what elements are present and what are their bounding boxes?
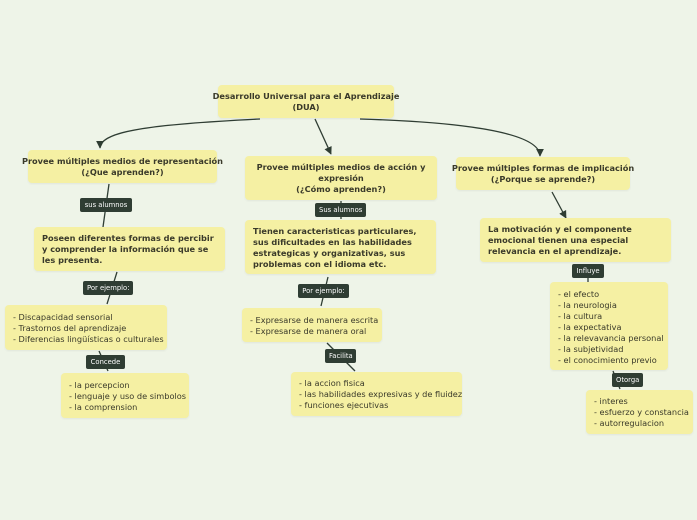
link-root-accion bbox=[314, 118, 332, 155]
accion-node[interactable]: Provee múltiples medios de acción y expr… bbox=[245, 156, 437, 200]
implicacion-influence-6: - la subjetividad bbox=[558, 344, 624, 354]
link-imp-desc bbox=[551, 191, 567, 219]
accion-tag-alumnos[interactable]: Sus alumnos bbox=[315, 203, 366, 217]
link-root-implicacion bbox=[359, 118, 544, 157]
representacion-example-1: - Discapacidad sensorial bbox=[13, 312, 113, 322]
representacion-grant-3: - la comprension bbox=[69, 402, 138, 412]
representacion-tag-concede[interactable]: Concede bbox=[86, 355, 125, 369]
implicacion-desc-node[interactable]: La motivación y el componente emocional … bbox=[480, 218, 671, 262]
implicacion-influence-1: - el efecto bbox=[558, 289, 600, 299]
representacion-title-line-1: Provee múltiples medios de representació… bbox=[22, 155, 224, 166]
implicacion-influence-2: - la neurologia bbox=[558, 300, 617, 310]
implicacion-influence-7: - el conocimiento previo bbox=[558, 355, 657, 365]
accion-facilitate-1: - la accion fisica bbox=[299, 378, 365, 388]
accion-facilitate-2: - las habilidades expresivas y de fluide… bbox=[299, 389, 463, 399]
implicacion-influence-3: - la cultura bbox=[558, 311, 603, 321]
representacion-example-3: - Diferencias lingüísticas o culturales bbox=[13, 334, 164, 344]
accion-desc-node[interactable]: Tienen caracteristicas particulares, sus… bbox=[245, 220, 436, 274]
implicacion-tag-otorga[interactable]: Otorga bbox=[612, 373, 643, 387]
accion-example-2: - Expresarse de manera oral bbox=[250, 326, 367, 336]
implicacion-influence-5: - la relevavancia personal bbox=[558, 333, 664, 343]
implicacion-grants-node[interactable]: - interes - esfuerzo y constancia - auto… bbox=[586, 390, 693, 434]
accion-example-1: - Expresarse de manera escrita bbox=[250, 315, 379, 325]
link-root-representacion bbox=[96, 118, 261, 149]
accion-facilitate-3: - funciones ejecutivas bbox=[299, 400, 389, 410]
accion-title-line-2: expresión bbox=[318, 172, 364, 183]
representacion-examples-node[interactable]: - Discapacidad sensorial - Trastornos de… bbox=[5, 305, 167, 350]
representacion-desc-node[interactable]: Poseen diferentes formas de percibir y c… bbox=[34, 227, 225, 271]
representacion-grant-1: - la percepcion bbox=[69, 380, 130, 390]
accion-tag-ejemplo[interactable]: Por ejemplo: bbox=[298, 284, 349, 298]
implicacion-grant-2: - esfuerzo y constancia bbox=[594, 407, 689, 417]
representacion-grant-2: - lenguaje y uso de simbolos bbox=[69, 391, 186, 401]
implicacion-grant-3: - autorregulacion bbox=[594, 418, 665, 428]
implicacion-influences-node[interactable]: - el efecto - la neurologia - la cultura… bbox=[550, 282, 668, 370]
representacion-tag-ejemplo[interactable]: Por ejemplo: bbox=[83, 281, 133, 295]
implicacion-node[interactable]: Provee múltiples formas de implicación (… bbox=[452, 157, 634, 190]
implicacion-tag-influye[interactable]: Influye bbox=[572, 264, 604, 278]
accion-examples-node[interactable]: - Expresarse de manera escrita - Expresa… bbox=[242, 308, 382, 342]
accion-tag-facilita[interactable]: Facilita bbox=[325, 349, 356, 363]
representacion-node[interactable]: Provee múltiples medios de representació… bbox=[22, 150, 223, 183]
accion-facilitates-node[interactable]: - la accion fisica - las habilidades exp… bbox=[291, 372, 462, 416]
representacion-desc-text: Poseen diferentes formas de percibir y c… bbox=[42, 233, 214, 265]
accion-title-line-3: (¿Cómo aprenden?) bbox=[296, 183, 386, 194]
implicacion-influence-4: - la expectativa bbox=[558, 322, 622, 332]
implicacion-title-line-2: (¿Porque se aprende?) bbox=[490, 173, 596, 184]
root-title-line-1: Desarrollo Universal para el Aprendizaje bbox=[212, 90, 400, 101]
representacion-title-line-2: (¿Que aprenden?) bbox=[81, 166, 164, 177]
representacion-example-2: - Trastornos del aprendizaje bbox=[13, 323, 127, 333]
accion-desc-text: Tienen caracteristicas particulares, sus… bbox=[253, 226, 417, 269]
root-node[interactable]: Desarrollo Universal para el Aprendizaje… bbox=[213, 85, 399, 118]
root-title-line-2: (DUA) bbox=[292, 101, 320, 112]
accion-title-line-1: Provee múltiples medios de acción y bbox=[256, 161, 426, 172]
representacion-grants-node[interactable]: - la percepcion - lenguaje y uso de simb… bbox=[61, 373, 189, 418]
representacion-tag-alumnos[interactable]: sus alumnos bbox=[80, 198, 132, 212]
implicacion-desc-text: La motivación y el componente emocional … bbox=[488, 224, 632, 256]
implicacion-grant-1: - interes bbox=[594, 396, 628, 406]
implicacion-title-line-1: Provee múltiples formas de implicación bbox=[451, 162, 635, 173]
